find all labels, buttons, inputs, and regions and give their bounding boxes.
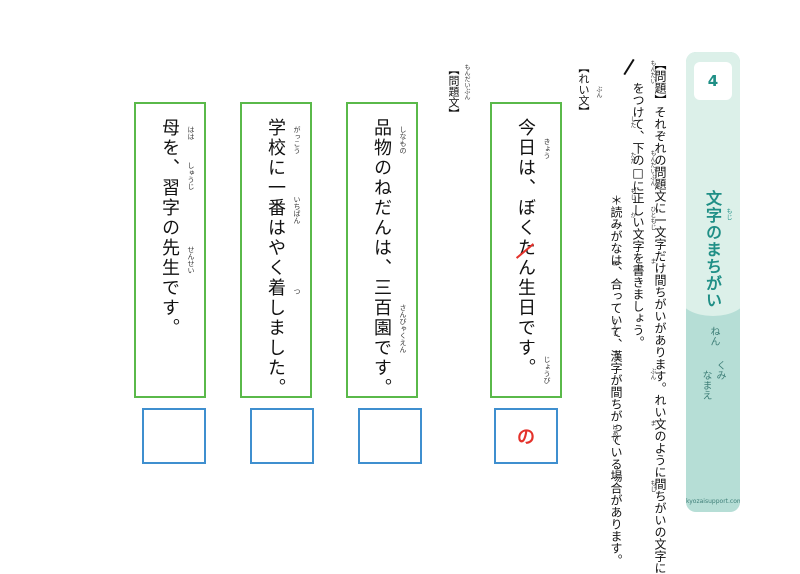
instruction-ruby: ま xyxy=(611,350,618,356)
name-label: なまえ xyxy=(700,370,711,400)
instruction-ruby: もじ xyxy=(629,188,636,200)
answer-box[interactable] xyxy=(358,408,422,464)
instruction-ruby: あ xyxy=(611,260,618,266)
instruction-ruby: もんだいぶん xyxy=(649,150,656,186)
instruction-ruby: かんじ xyxy=(611,318,618,336)
instruction-ruby: もじ xyxy=(649,480,656,492)
card-ruby: しなもの xyxy=(399,126,407,154)
side-panel: 4 文字のまちがい もじ ねん くみ なまえ kyozaisupport.com xyxy=(686,52,740,512)
card-ruby: じょうび xyxy=(543,356,551,384)
worksheet-title: 文字のまちがい xyxy=(703,190,722,309)
class-year-label: ねん xyxy=(708,326,719,346)
instruction-note: ＊読みがなは、合っていて、漢字が間ちがっている場合があります。 xyxy=(609,194,623,566)
instruction-ruby: ま xyxy=(649,420,656,426)
card-ruby: がっこう xyxy=(293,126,301,154)
card-ruby: せんせい xyxy=(187,246,195,274)
example-label: 【れい文】 xyxy=(577,62,590,117)
problems-label: 【問題文】 xyxy=(447,64,460,119)
instruction-ruby: か xyxy=(629,212,636,218)
answer-box[interactable] xyxy=(142,408,206,464)
side-panel-wave xyxy=(686,280,740,316)
class-group-label: くみ xyxy=(714,360,725,380)
card-ruby: きょう xyxy=(543,138,551,159)
card-ruby: しゅうじ xyxy=(187,162,195,190)
instruction-line-2: をつけて、下の□に正しい文字を書きましょう。 xyxy=(631,82,645,348)
problems-label-ruby: もんだいぶん xyxy=(463,64,470,100)
card-text: 品物のねだんは、三百園です。 xyxy=(371,118,392,398)
worksheet-title-ruby: もじ xyxy=(725,208,732,220)
worksheet-number: 4 xyxy=(694,62,732,100)
card-ruby: つ xyxy=(293,288,301,295)
instruction-ruby: ま xyxy=(649,258,656,264)
answer-text: の xyxy=(517,427,535,448)
card-text: 学校に一番はやく着しました。 xyxy=(265,118,286,398)
example-card: 今日は、ぼくたん生日です。 きょう じょうび xyxy=(490,102,562,398)
card-ruby: いちばん xyxy=(293,196,301,224)
problem-card: 母を、習字の先生です。 はは しゅうじ せんせい xyxy=(134,102,206,398)
card-text: 母を、習字の先生です。 xyxy=(159,118,180,338)
problem-card: 品物のねだんは、三百園です。 しなもの さんびゃくえん xyxy=(346,102,418,398)
instruction-ruby: もんだい xyxy=(649,60,656,84)
instruction-ruby: した xyxy=(629,116,636,128)
slash-mark-example xyxy=(623,58,635,76)
instruction-ruby: ひともじ xyxy=(649,206,656,230)
answer-box[interactable] xyxy=(250,408,314,464)
instruction-ruby: ぶん xyxy=(649,368,656,380)
card-ruby: さんびゃくえん xyxy=(399,304,407,353)
problem-card: 学校に一番はやく着しました。 がっこう いちばん つ xyxy=(240,102,312,398)
instruction-ruby: ただ xyxy=(629,152,636,164)
instruction-ruby: ばあい xyxy=(611,424,618,442)
answer-box-example: の xyxy=(494,408,558,464)
instruction-line-1: 【問題】それぞれの問題文に一文字だけ間ちがいがあります。れい文のように間ちがいの… xyxy=(653,58,667,574)
instruction-ruby: よ xyxy=(611,222,618,228)
card-ruby: はは xyxy=(187,126,195,140)
site-url: kyozaisupport.com xyxy=(686,498,740,505)
example-label-ruby: ぶん xyxy=(595,86,602,98)
